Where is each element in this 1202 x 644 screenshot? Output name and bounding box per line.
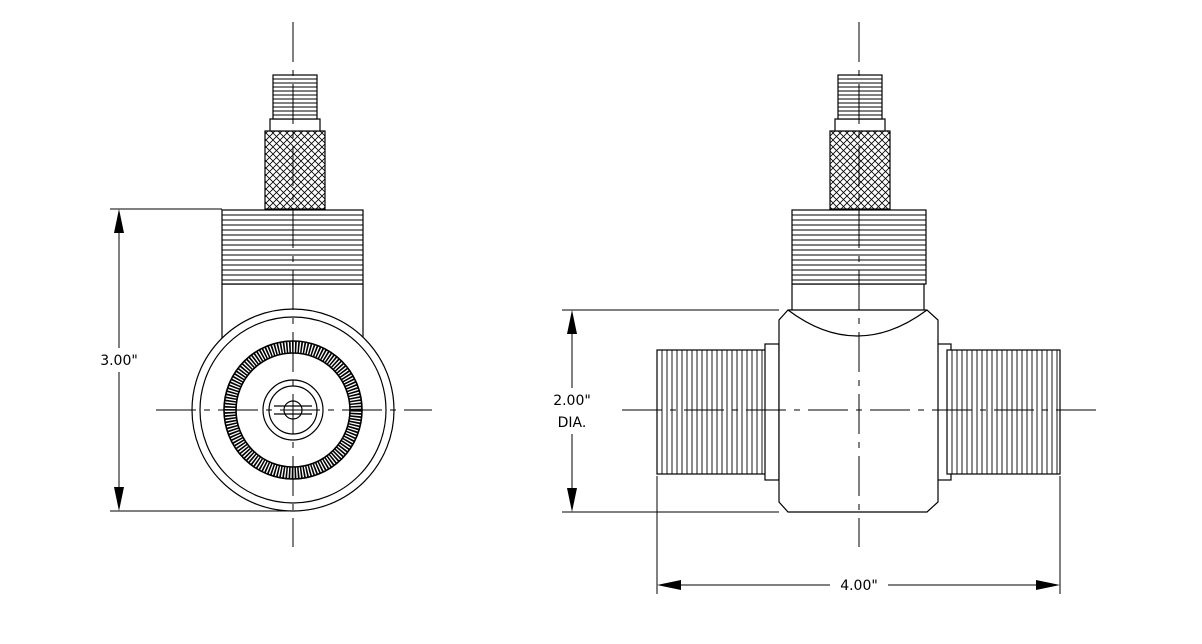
side-knurl — [829, 130, 891, 210]
front-outer-ring — [199, 316, 387, 504]
side-connector — [837, 74, 883, 120]
side-body-saddle — [787, 309, 928, 337]
side-left-pipe — [656, 349, 770, 475]
height-label: 3.00" — [100, 353, 138, 369]
side-right-pipe — [946, 349, 1061, 475]
diameter-arrow-bottom — [567, 488, 577, 512]
side-right-pipe-threads — [951, 350, 1058, 474]
side-connector-threads — [838, 78, 882, 116]
length-label: 4.00" — [840, 578, 878, 594]
length-arrow-left — [657, 580, 681, 590]
side-view: 2.00" DIA. 4.00" — [545, 22, 1098, 597]
side-left-pipe-threads — [661, 350, 768, 474]
length-arrow-right — [1036, 580, 1060, 590]
side-left-shoulder — [764, 343, 780, 481]
diameter-arrow-top — [567, 310, 577, 334]
front-view: 3.00" — [92, 22, 432, 547]
front-knurl — [264, 130, 326, 210]
diameter-label: 2.00" — [553, 393, 591, 409]
height-arrow-bottom — [114, 487, 124, 511]
front-collar — [269, 118, 321, 132]
height-label-mask — [92, 348, 146, 372]
front-connector — [272, 74, 318, 120]
side-collar — [834, 118, 886, 132]
front-connector-threads — [273, 78, 317, 116]
height-arrow-top — [114, 209, 124, 233]
length-label-mask — [830, 575, 888, 597]
diameter-label-mask — [545, 388, 599, 434]
diameter-suffix-label: DIA. — [558, 415, 587, 431]
